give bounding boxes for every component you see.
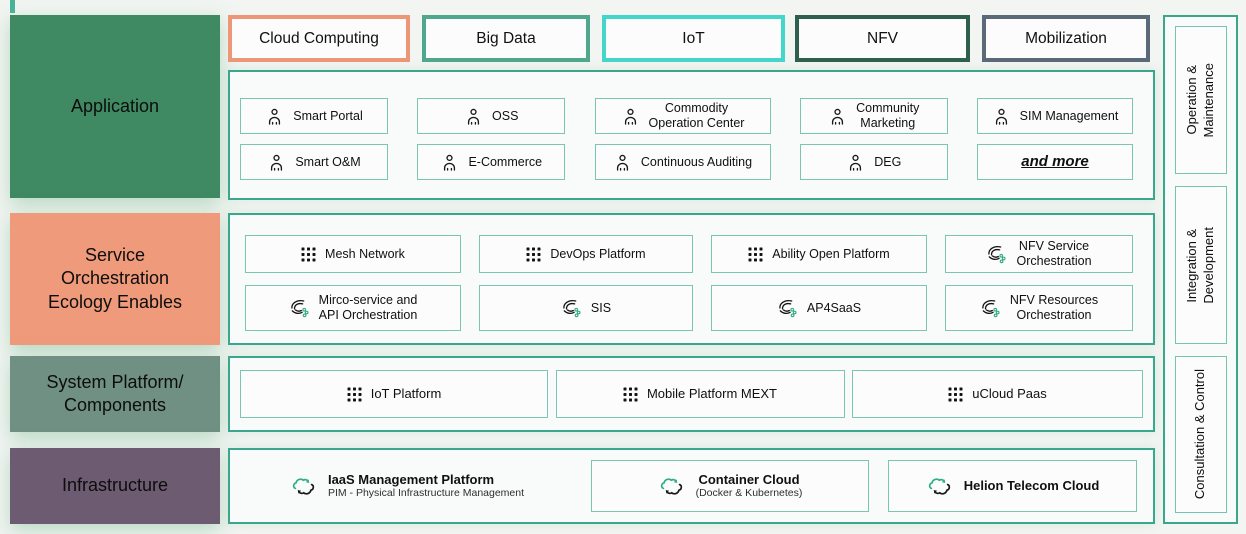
inf-item-iaas-management-platform: IaaS Management Platform PIM - Physical … [242, 460, 572, 512]
app-item-label: and more [1021, 153, 1089, 171]
rail-label: Integration & Development [1183, 226, 1216, 304]
app-item-label: Commodity Operation Center [648, 101, 745, 130]
inf-item-sublabel: PIM - Physical Infrastructure Management [327, 487, 525, 500]
layer-label-infrastructure: Infrastructure [10, 448, 220, 524]
svc-item-devops-platform: DevOps Platform [479, 235, 693, 273]
grid-icon [948, 387, 963, 402]
app-item-label: Community Marketing [856, 101, 920, 130]
cloud-sync-icon [926, 475, 953, 498]
orchestration-flow-icon [289, 298, 310, 319]
person-icon [464, 107, 483, 126]
rail-consultation-control: Consultation & Control [1174, 356, 1227, 513]
sys-item-iot-platform: IoT Platform [240, 370, 548, 418]
svc-item-ap4saas: AP4SaaS [711, 285, 927, 331]
orchestration-flow-icon [980, 298, 1001, 319]
orchestration-flow-icon [777, 298, 798, 319]
inf-item-label: IaaS Management Platform [327, 471, 495, 487]
person-icon [440, 153, 459, 172]
app-item-label: SIM Management [1019, 108, 1119, 123]
svc-item-label: NFV Service Orchestration [1016, 239, 1092, 268]
svc-item-label: DevOps Platform [550, 246, 646, 261]
application-section: Smart Portal OSS Commodity Operation Cen… [228, 70, 1155, 200]
svc-item-nfv-resources-orchestration: NFV Resources Orchestration [945, 285, 1133, 331]
app-item-label: DEG [874, 154, 902, 169]
sys-item-label: uCloud Paas [972, 386, 1047, 402]
svc-item-label: Ability Open Platform [772, 246, 890, 261]
app-item-sim-management: SIM Management [977, 98, 1133, 134]
svc-item-mesh-network: Mesh Network [245, 235, 461, 273]
orchestration-flow-icon [986, 244, 1007, 265]
orchestration-flow-icon [561, 298, 582, 319]
rail-label: Consultation & Control [1192, 369, 1208, 500]
app-item-and-more: and more [977, 144, 1133, 180]
layer-label-system-platform: System Platform/ Components [10, 356, 220, 432]
sys-item-label: Mobile Platform MEXT [646, 386, 778, 402]
inf-item-sublabel: (Docker & Kubernetes) [695, 487, 803, 500]
category-cloud-computing: Cloud Computing [228, 15, 410, 62]
sys-item-label: IoT Platform [370, 386, 442, 402]
app-item-label: OSS [492, 108, 519, 123]
sys-item-mobile-platform-mext: Mobile Platform MEXT [555, 370, 845, 418]
app-item-e-commerce: E-Commerce [417, 144, 566, 180]
layer-label-application: Application [10, 15, 220, 198]
inf-item-text: Container Cloud (Docker & Kubernetes) [696, 472, 803, 501]
svc-item-label: NFV Resources Orchestration [1009, 293, 1099, 322]
app-item-commodity-operation-center: Commodity Operation Center [594, 98, 771, 134]
person-icon [265, 107, 284, 126]
grid-icon [623, 387, 638, 402]
category-mobilization: Mobilization [982, 15, 1150, 62]
app-item-smart-om: Smart O&M [240, 144, 388, 180]
category-big-data: Big Data [422, 15, 590, 62]
app-item-label: E-Commerce [468, 154, 543, 169]
grid-icon [526, 247, 541, 262]
svc-item-sis: SIS [479, 285, 693, 331]
app-item-oss: OSS [417, 98, 566, 134]
app-item-label: Smart O&M [295, 154, 361, 169]
rail-operation-maintenance: Operation & Maintenance [1174, 26, 1227, 174]
inf-item-label: Helion Telecom Cloud [963, 478, 1100, 494]
svc-item-label: SIS [590, 300, 612, 315]
app-item-deg: DEG [799, 144, 948, 180]
inf-item-helion-telecom-cloud: Helion Telecom Cloud [888, 460, 1137, 512]
inf-item-text: IaaS Management Platform PIM - Physical … [328, 472, 524, 501]
inf-item-label: Container Cloud [698, 471, 800, 487]
app-item-label: Continuous Auditing [640, 154, 753, 169]
category-iot: IoT [602, 15, 785, 62]
app-item-community-marketing: Community Marketing [799, 98, 948, 134]
layer-label-service-orchestration: Service Orchestration Ecology Enables [10, 213, 220, 345]
app-item-label: Smart Portal [293, 108, 363, 123]
person-icon [267, 153, 286, 172]
system-platform-section: IoT Platform Mobile Platform MEXT uCloud… [228, 356, 1155, 432]
svc-item-label: Mesh Network [325, 246, 405, 261]
sys-item-ucloud-paas: uCloud Paas [852, 370, 1143, 418]
person-icon [828, 107, 847, 126]
person-icon [992, 107, 1011, 126]
person-icon [621, 107, 640, 126]
rail-label: Operation & Maintenance [1183, 62, 1216, 138]
person-icon [846, 153, 865, 172]
category-nfv: NFV [795, 15, 970, 62]
grid-icon [347, 387, 362, 402]
inf-item-container-cloud: Container Cloud (Docker & Kubernetes) [591, 460, 869, 512]
service-orchestration-section: Mesh Network DevOps Platform Ability Ope… [228, 213, 1155, 345]
svc-item-ability-open-platform: Ability Open Platform [711, 235, 927, 273]
svc-item-label: AP4SaaS [806, 300, 862, 315]
cloud-sync-icon [290, 475, 317, 498]
svc-item-microservice-api-orchestration: Mirco-service and API Orchestration [245, 285, 461, 331]
app-item-smart-portal: Smart Portal [240, 98, 388, 134]
crop-artifact [10, 0, 15, 13]
cloud-sync-icon [658, 475, 685, 498]
lifecycle-rail: Operation & Maintenance Integration & De… [1163, 15, 1238, 524]
svc-item-label: Mirco-service and API Orchestration [318, 293, 418, 322]
infrastructure-section: IaaS Management Platform PIM - Physical … [228, 448, 1155, 524]
grid-icon [301, 247, 316, 262]
app-item-continuous-auditing: Continuous Auditing [594, 144, 771, 180]
inf-item-text: Helion Telecom Cloud [964, 478, 1100, 494]
person-icon [613, 153, 632, 172]
grid-icon [748, 247, 763, 262]
rail-integration-development: Integration & Development [1174, 186, 1227, 344]
svc-item-nfv-service-orchestration: NFV Service Orchestration [945, 235, 1133, 273]
